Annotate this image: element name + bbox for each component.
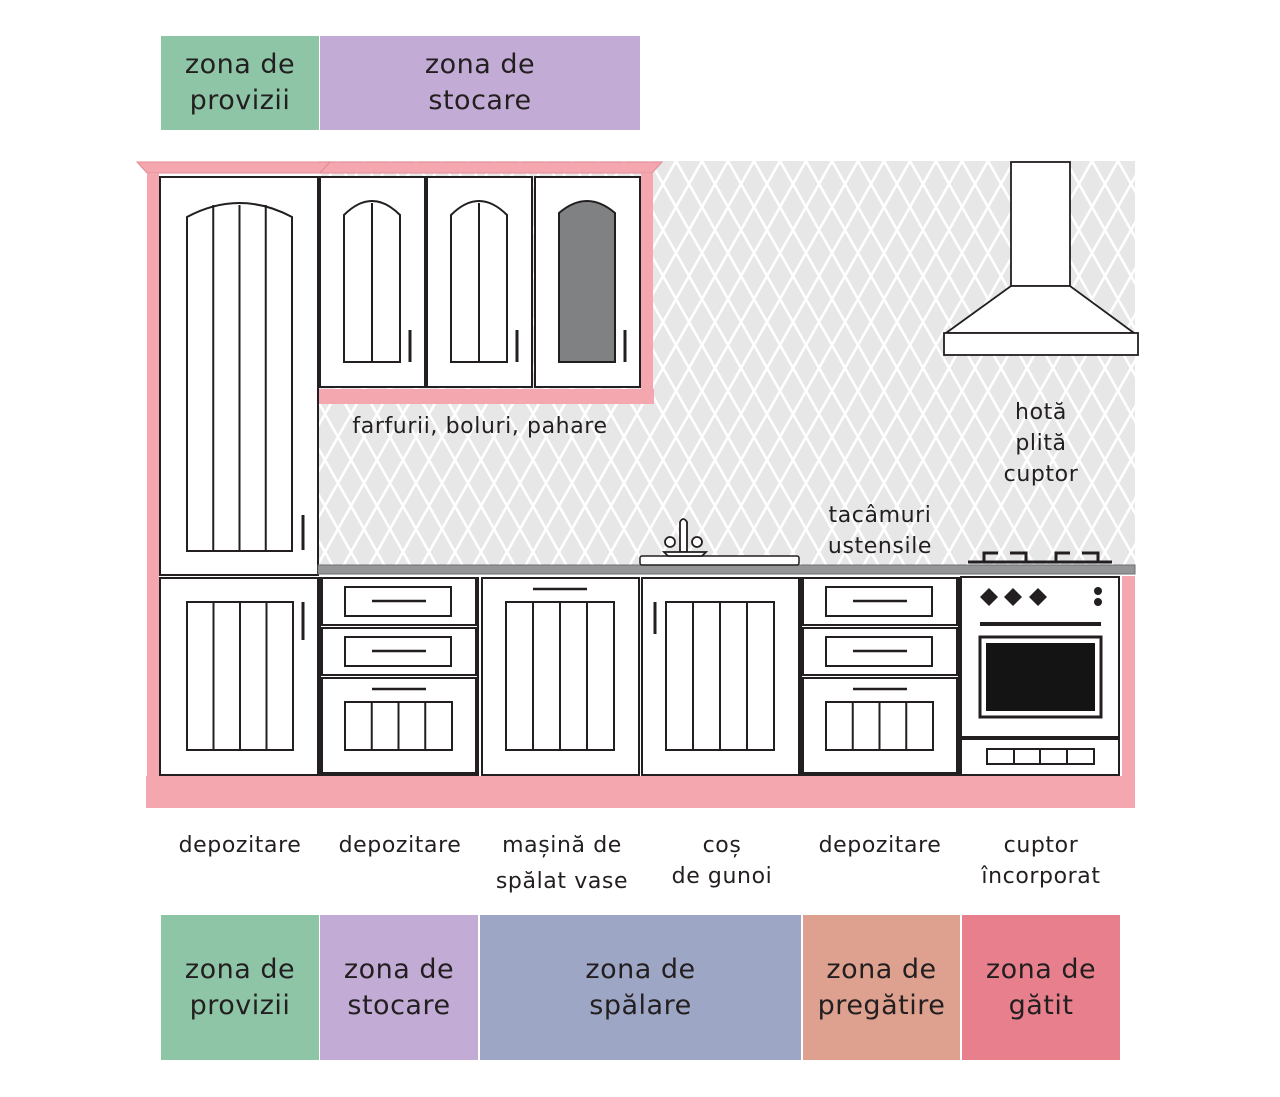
upper-cabinets <box>319 176 641 388</box>
upper-cabinets-label: farfurii, boluri, pahare <box>352 414 608 439</box>
bottom-zone-stocare: zona de stocare <box>320 915 478 1060</box>
unit-label: depozitare <box>818 833 942 858</box>
tall-pantry-cabinet <box>159 176 319 776</box>
unit-label: depozitare <box>178 833 302 858</box>
bottom-zone-gatit: zona de gătit <box>962 915 1120 1060</box>
bottom-zone-provizii: zona de provizii <box>161 915 319 1060</box>
cooking-appliances-label: hotă plită cuptor <box>1003 400 1079 487</box>
built-in-oven <box>960 576 1120 776</box>
bottom-zone-spalare: zona de spălare <box>480 915 801 1060</box>
cooktop-grates <box>968 551 1112 564</box>
base-cabinets <box>319 577 960 776</box>
top-zone-provizii: zona de provizii <box>161 36 319 130</box>
range-hood-icon <box>943 161 1139 356</box>
sink <box>639 555 800 566</box>
unit-label: cuptor încorporat <box>981 833 1101 889</box>
bottom-zone-pregatire: zona de pregătire <box>803 915 960 1060</box>
prep-tools-label: tacâmuri ustensile <box>827 503 933 559</box>
cabinet-frame <box>135 161 1135 808</box>
unit-label: mașină de spălat vase <box>495 833 629 894</box>
unit-label: coș de gunoi <box>671 833 773 889</box>
faucet-icon <box>661 518 709 557</box>
countertop <box>317 564 1136 575</box>
top-zone-stocare: zona de stocare <box>320 36 640 130</box>
unit-label: depozitare <box>338 833 462 858</box>
